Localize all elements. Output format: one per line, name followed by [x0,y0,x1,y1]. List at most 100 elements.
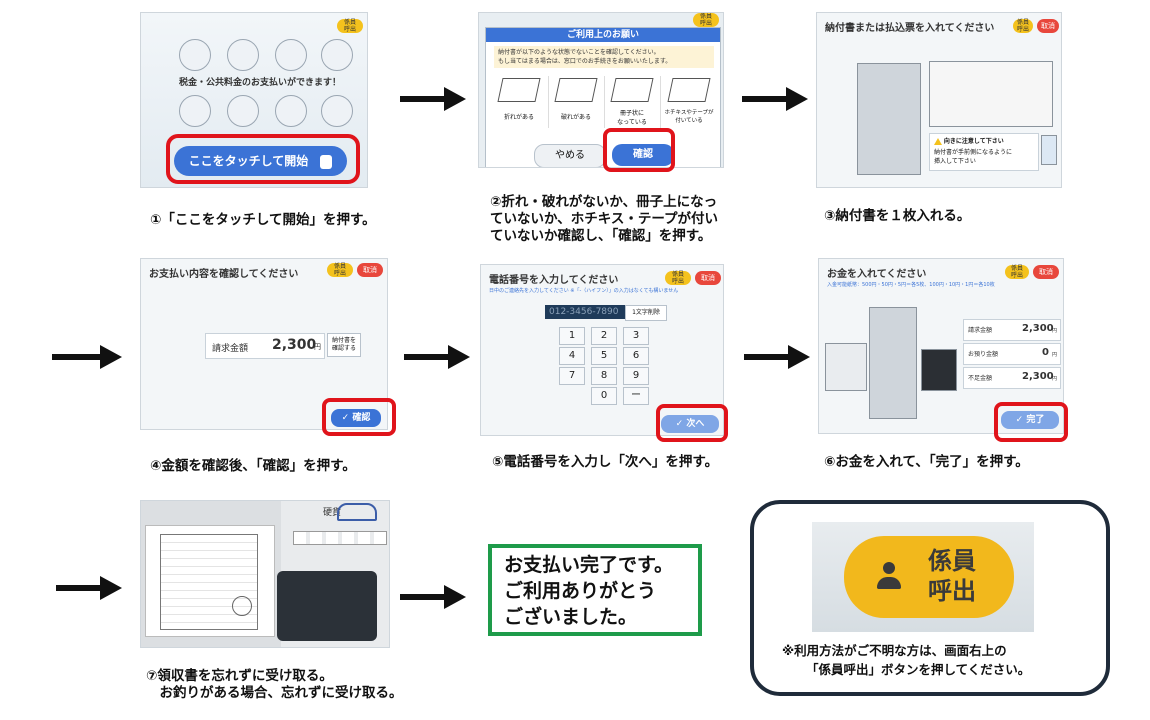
tax-icon [179,39,211,71]
step5-highlight [656,404,728,442]
key-6[interactable]: 6 [623,347,649,365]
arrow-right-icon [400,585,466,609]
staff-call-chip: 係員 呼出 [327,263,353,277]
gas-icon [179,95,211,127]
step6-screenshot: お金を入れてください 係員 呼出 取消 入金可能紙幣：500円・50円・5円＝各… [818,258,1064,434]
cancel-chip[interactable]: 取消 [1033,265,1059,279]
item-booklet: 冊子状に なっている [604,76,659,128]
faucet-icon [321,95,353,127]
person-icon [876,562,902,592]
key-5[interactable]: 5 [591,347,617,365]
key-3[interactable]: 3 [623,327,649,345]
help-note-line1: ※利用方法がご不明な方は、画面右上の [782,643,1007,658]
cancel-chip[interactable]: 取消 [695,271,721,285]
summary-row-deposited: お預り金額 0 円 [963,343,1061,365]
cancel-button[interactable]: やめる [534,144,606,167]
key-hyphen[interactable]: ー [623,387,649,405]
cancel-chip[interactable]: 取消 [357,263,383,277]
staple-tape-icon [667,78,711,102]
arrow-right-icon [744,345,810,369]
step3-header: 納付書または払込票を入れてください [825,23,995,34]
key-4[interactable]: 4 [559,347,585,365]
bill-slot-closeup [921,349,957,391]
hand-pointer-icon [320,154,333,169]
amount-label: 請求金額 [212,344,249,354]
staff-call-label: 係員 呼出 [928,547,976,605]
step4-caption: ④金額を確認後、「確認」を押す。 [150,458,356,474]
booklet-icon [610,78,654,102]
house-icon [227,95,259,127]
denomination-icons [293,531,387,545]
help-panel: 係員 呼出 ※利用方法がご不明な方は、画面右上の 「係員呼出」ボタンを押してくだ… [750,500,1110,696]
arrow-right-icon [52,345,122,369]
step3-caption: ③納付書を１枚入れる。 [824,208,971,224]
arrow-right-icon [404,345,470,369]
step6-highlight [994,402,1068,442]
coin-label: 硬貨 [323,508,342,518]
slot-closeup-illustration [929,61,1053,127]
notice-dialog: ご利用上のお願い 納付書が以下のような状態でないことを確認してください。もし当て… [485,27,721,167]
confirm-button[interactable]: 確認 [612,144,674,166]
staff-call-chip: 係員 呼出 [1013,19,1033,33]
step6-header: お金を入れてください [827,269,927,280]
key-0[interactable]: 0 [591,387,617,405]
change-tray [277,571,377,641]
done-button[interactable]: ✓ 完了 [1001,411,1059,429]
folded-paper-icon [497,78,541,102]
touch-start-button[interactable]: ここをタッチして開始 [174,146,347,176]
step1-caption: ①「ここをタッチして開始」を押す。 [150,212,376,228]
amount-value: 2,300 [272,337,317,353]
phone-instruction: 日中のご連絡先を入力してください ※「-（ハイフン）」の入力はなくても構いません [489,288,679,294]
summary-row-billed: 請求金額 2,300 円 [963,319,1061,341]
phone-input[interactable]: 012-3456-7890 [545,305,625,319]
check-icon: ✓ [1015,415,1024,425]
accepted-coins-note: 入金可能紙幣：500円・50円・5円＝各5枚、100円・10円・1円＝各10枚 [827,282,995,288]
key-7[interactable]: 7 [559,367,585,385]
step2-highlight [603,128,675,172]
staff-call-chip: 係員 呼出 [665,271,691,285]
step1-highlight [166,134,360,184]
key-1[interactable]: 1 [559,327,585,345]
key-9[interactable]: 9 [623,367,649,385]
cancel-chip[interactable]: 取消 [1037,19,1059,33]
building-icon [321,39,353,71]
next-button[interactable]: ✓ 次へ [661,415,719,433]
step7-caption: ⑦領収書を忘れずに受け取る。 お釣りがある場合、忘れずに受け取る。 [146,668,403,701]
coin-slot-closeup [825,343,867,391]
step3-screenshot: 納付書または払込票を入れてください 係員 呼出 取消 向きに注意して下さい 納付… [816,12,1062,188]
arrow-right-icon [56,576,122,600]
receipt-image [145,525,275,637]
dialog-title: ご利用上のお願い [486,28,720,42]
payment-summary: 請求金額 2,300 円 お預り金額 0 円 不足金額 2,300 円 [963,319,1061,389]
document-icon [1041,135,1057,165]
key-8[interactable]: 8 [591,367,617,385]
lightbulb-icon [275,95,307,127]
check-icon: ✓ [675,419,684,429]
item-staple: ホチキスやテープが 付いている [660,76,717,128]
warning-icon [934,138,942,145]
step4-screenshot: お支払い内容を確認してください 係員 呼出 取消 請求金額 2,300 円 納付… [140,258,388,430]
coin-tray-icon [337,503,377,521]
step5-caption: ⑤電話番号を入力し「次へ」を押す。 [492,454,719,470]
staff-call-chip: 係員 呼出 [1005,265,1029,279]
car-icon [275,39,307,71]
step4-header: お支払い内容を確認してください [149,269,299,280]
completion-line2: ご利用ありがとう [504,580,657,602]
step2-screenshot: 係員 呼出 ご利用上のお願い 納付書が以下のような状態でないことを確認してくださ… [478,12,724,168]
summary-row-shortfall: 不足金額 2,300 円 [963,367,1061,389]
delete-char-button[interactable]: 1文字削除 [625,305,667,321]
service-message: 税金・公共料金のお支払いができます！ [178,78,341,88]
staff-call-closeup: 係員 呼出 [812,522,1034,632]
completion-message: お支払い完了です。 ご利用ありがとう ございました。 [488,544,702,636]
terminal-illustration [857,63,921,175]
step2-caption: ②折れ・破れがないか、冊子上になっ ていないか、ホチキス・テープが付い ていない… [490,194,719,244]
arrow-right-icon [400,87,466,111]
key-2[interactable]: 2 [591,327,617,345]
tv-icon [227,39,259,71]
confirm-button[interactable]: ✓ 確認 [331,409,381,427]
step6-caption: ⑥お金を入れて、「完了」を押す。 [824,454,1029,470]
step5-header: 電話番号を入力してください [489,275,619,286]
item-folded: 折れがある [492,76,546,128]
check-slip-button[interactable]: 納付書を 確認する [327,333,361,357]
step4-highlight [322,398,396,436]
